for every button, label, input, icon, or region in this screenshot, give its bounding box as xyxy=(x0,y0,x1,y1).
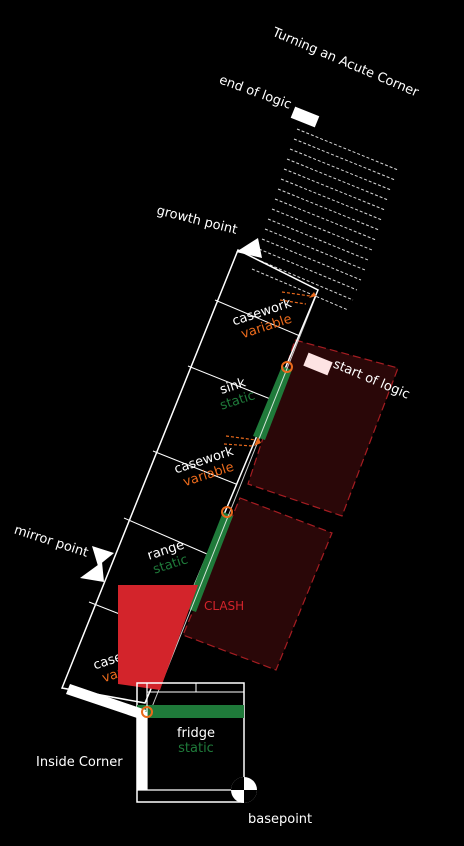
variable-dash-marks xyxy=(223,291,311,447)
inside-corner-label: Inside Corner xyxy=(36,755,123,770)
inside-corner-wall xyxy=(66,684,147,790)
fridge-name: fridge xyxy=(177,726,215,741)
clash-shape xyxy=(118,585,198,690)
basepoint-label: basepoint xyxy=(248,812,312,827)
end-of-logic-label: end of logic xyxy=(217,73,293,113)
clash-zone-lower xyxy=(182,497,333,671)
diagram-title: Turning an Acute Corner xyxy=(269,25,421,101)
variable-arrows xyxy=(254,292,316,446)
end-of-logic-marker xyxy=(290,106,320,128)
start-of-logic-marker xyxy=(303,352,333,376)
mirror-point-marker xyxy=(80,546,114,582)
cabinet-run-outline xyxy=(60,248,319,704)
logic-guide-line xyxy=(149,295,317,713)
fridge-type: static xyxy=(178,741,214,756)
mirror-point-label: mirror point xyxy=(12,523,90,561)
clash-label: CLASH xyxy=(204,599,244,613)
sink-static-strip xyxy=(253,366,292,440)
growth-point-label: growth point xyxy=(155,203,239,238)
corner-node xyxy=(141,706,153,718)
basepoint-marker xyxy=(231,777,257,803)
logic-extension-lines xyxy=(251,128,399,311)
variable-node-circles xyxy=(221,361,293,518)
